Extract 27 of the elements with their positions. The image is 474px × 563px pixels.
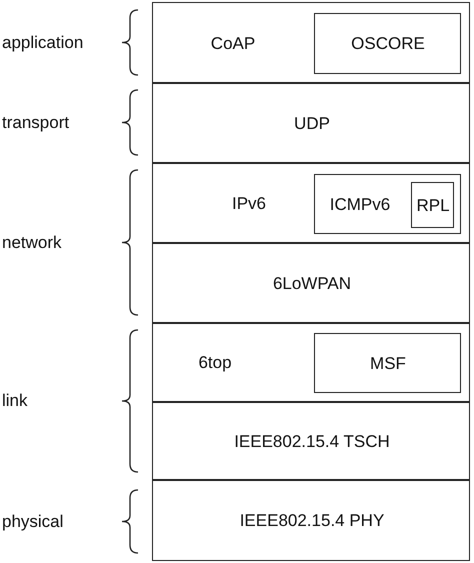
protocol-name: OSCORE [351,34,425,54]
layer-box [152,402,470,480]
protocol-box [411,182,454,228]
protocol-name: IEEE802.15.4 TSCH [234,432,390,452]
protocol-name: 6LoWPAN [272,274,352,294]
layer-name: transport [2,112,70,132]
layer-name: link [2,391,28,411]
protocol-box [314,333,461,393]
protocol-name: MSF [370,354,406,374]
protocol-name: CoAP [210,34,256,54]
protocol-name: IEEE802.15.4 PHY [240,511,384,531]
protocol-name: UDP [294,114,330,134]
layer-box [152,323,470,402]
protocol-name: RPL [416,196,450,216]
layer-name: network [2,232,62,252]
protocol-name: 6top [198,353,232,373]
protocol-name: IPv6 [232,194,266,214]
layer-name: physical [2,512,64,532]
layer-box [152,243,470,323]
protocol-box [314,13,461,74]
layer-box [152,83,470,163]
protocol-box [314,174,461,234]
layer-box [152,2,470,83]
layer-box [152,163,470,243]
protocol-name: ICMPv6 [330,195,390,215]
layer-name: application [2,32,84,52]
layer-box [152,480,470,561]
